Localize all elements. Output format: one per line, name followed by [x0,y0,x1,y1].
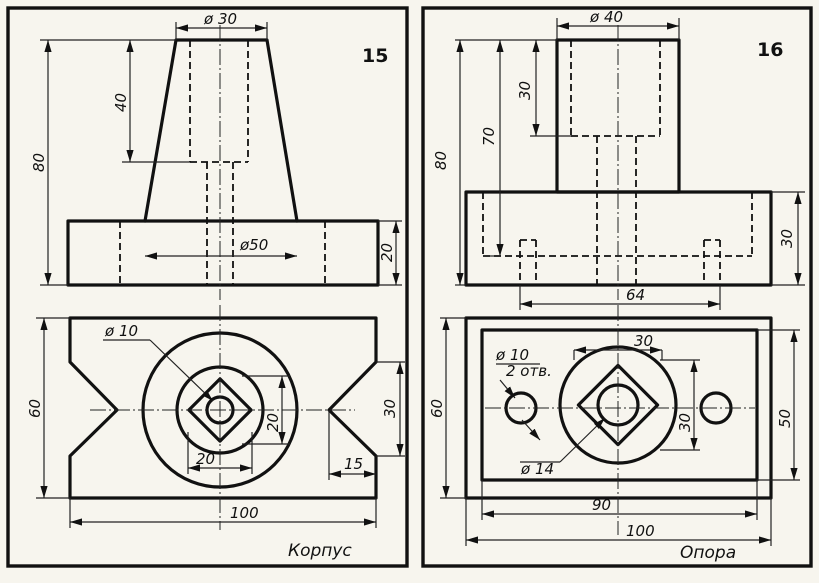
dim-15-d-top: ø 30 [203,10,237,28]
sheet-16-number: 16 [757,39,783,61]
dim-15-height-base: 20 [378,243,396,262]
dim-15-square-h: 20 [264,413,282,432]
dim-16-inner-l: 90 [592,496,611,514]
dim-15-height-total: 80 [30,153,48,172]
sheet-16-front-view [464,25,773,300]
dim-15-square-w: 20 [196,450,215,468]
dim-16-hole-count: 2 отв. [506,362,552,380]
sheet-16-top-dims: ø 10 2 отв. ø 14 30 30 60 50 [428,317,800,546]
dim-15-slot: 30 [381,399,399,418]
sheet-15-frame [6,6,409,568]
dim-16-d-circle: ø 14 [520,460,554,478]
dim-16-height-70: 70 [480,127,498,146]
sheet-16-frame [421,6,813,568]
dim-16-height-total: 80 [432,151,450,170]
dim-16-square-v: 30 [676,413,694,432]
dim-16-spacing: 64 [626,286,645,304]
sheet-16: 16 ø 40 [421,6,813,568]
dim-16-square: 30 [634,332,653,350]
dim-15-length: 100 [230,504,259,522]
dim-16-hole: ø 10 [495,346,529,364]
dim-16-length: 100 [626,522,655,540]
dim-15-height-cone: 40 [112,93,130,112]
dim-15-slot-depth: 15 [344,455,363,473]
dim-15-hole: ø 10 [104,322,138,340]
sheet-15-front-view [66,25,380,300]
sheet-15: 15 ø 30 80 40 [6,6,409,568]
sheet-16-front-dims: ø 40 80 70 30 64 30 [432,8,805,310]
sheet-15-top-dims: ø 10 60 30 15 20 20 100 [26,317,405,528]
sheet-16-top-view [464,305,773,535]
dim-16-height-base: 30 [778,229,796,248]
dim-15-width: 60 [26,399,44,418]
dim-16-d-top: ø 40 [589,8,623,26]
sheet-15-number: 15 [362,45,388,67]
sheet-15-caption: Корпус [288,541,352,561]
sheet-15-front-dims: ø 30 80 40 ø50 20 [30,10,402,286]
dim-15-d-base: ø50 [239,236,268,254]
dim-16-height-top: 30 [516,81,534,100]
sheet-16-caption: Опора [680,543,736,563]
dim-16-width: 60 [428,399,446,418]
dim-16-inner-h: 50 [776,409,794,428]
